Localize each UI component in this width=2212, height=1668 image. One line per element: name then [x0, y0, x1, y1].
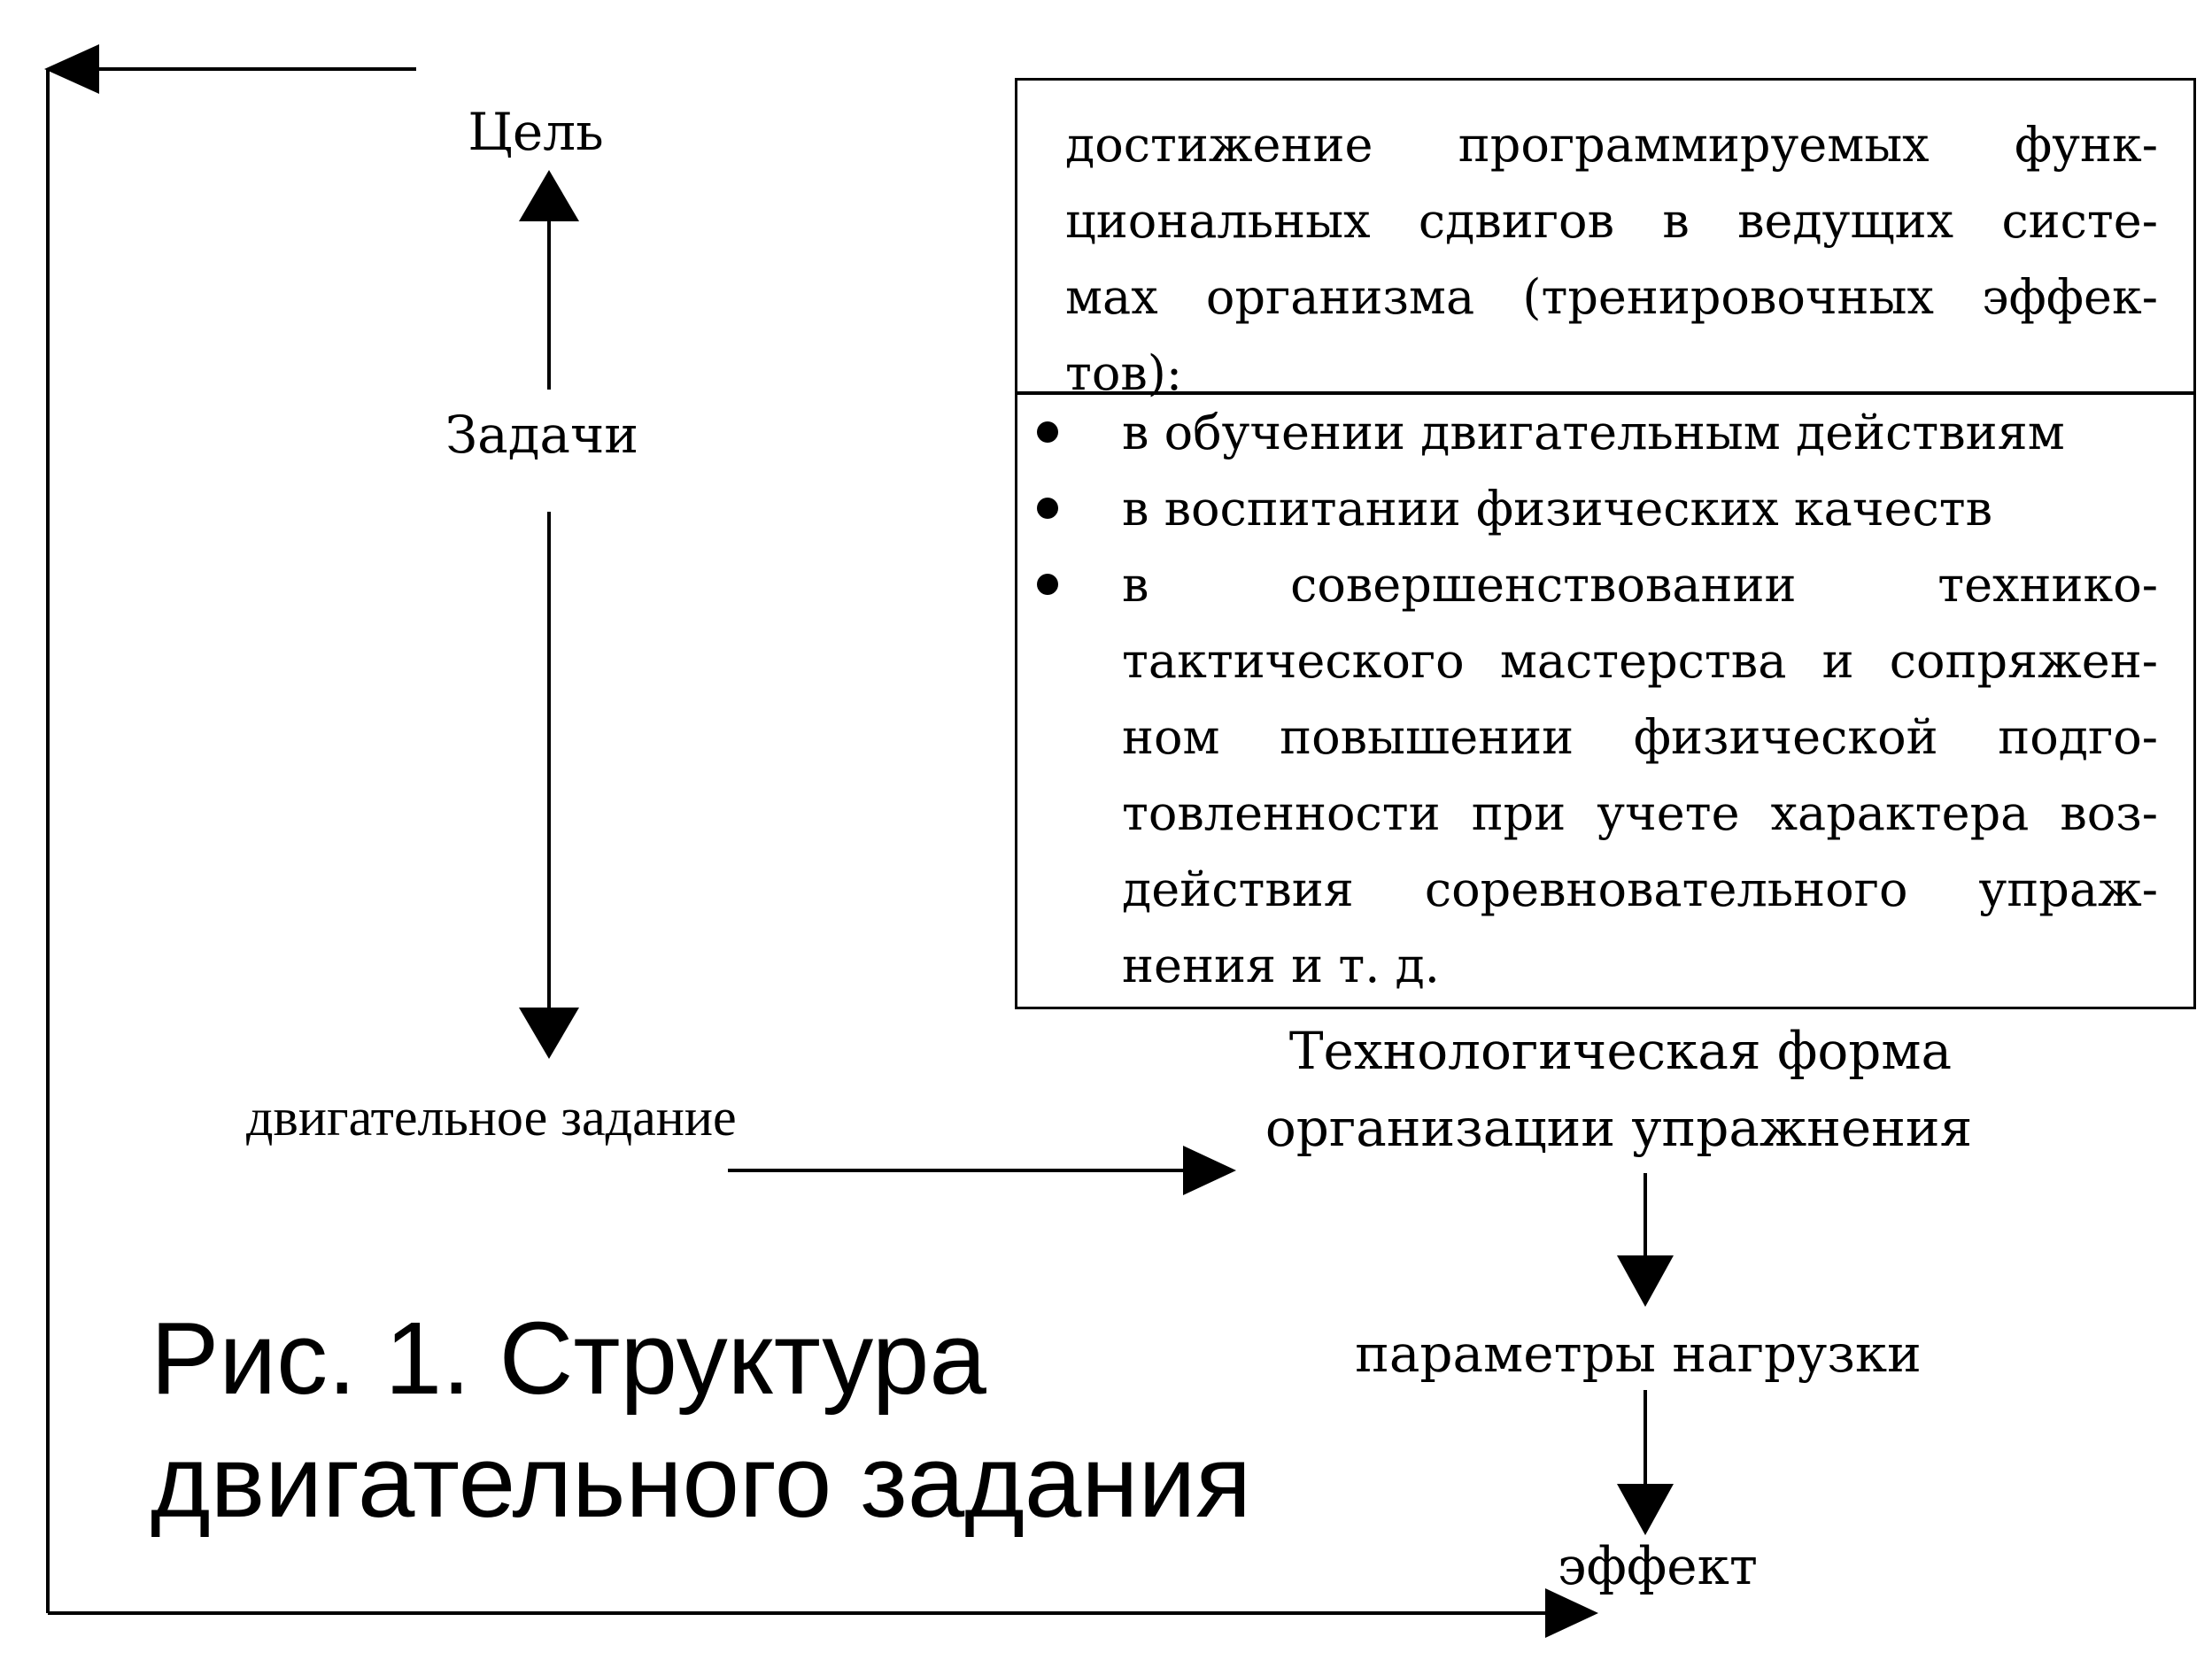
bullet-icon — [1037, 498, 1058, 519]
figure-caption: Рис. 1. Структура двигательного задания — [151, 1297, 1251, 1543]
list-item-text: в обучении двигательным действиям — [1122, 405, 2065, 460]
goal-description-header: достижение программируемых функ- циональ… — [1017, 81, 2193, 401]
bullet-icon — [1037, 574, 1058, 595]
goal-description-box: достижение программируемых функ- циональ… — [1015, 78, 2196, 1009]
bullet-icon — [1037, 421, 1058, 443]
tasks-label: Задачи — [445, 405, 639, 465]
list-item-text: нения и т. д. — [1122, 938, 1440, 993]
list-item-text: тактического мастерства и сопряжен- — [1122, 633, 2158, 689]
tech-form-label-line2: организации упражнения — [1265, 1098, 1973, 1158]
list-item-text: товленности при учете характера воз- — [1122, 785, 2158, 841]
list-item: в обучении двигательным действиям — [1017, 395, 2193, 471]
caption-line1: Рис. 1. Структура — [151, 1301, 986, 1416]
header-line: тов): — [1065, 345, 1183, 401]
motor-task-to-form-arrow — [728, 1146, 1236, 1195]
motor-task-label: двигательное задание — [246, 1088, 737, 1147]
load-to-effect-arrow — [1617, 1390, 1674, 1535]
effects-list: в обучении двигательным действиям в восп… — [1017, 395, 2193, 1004]
list-item-text: ном повышении физической подго- — [1122, 709, 2158, 765]
list-item-text: в совершенствовании технико- — [1122, 557, 2158, 613]
list-item: в совершенствовании технико- тактическог… — [1017, 547, 2193, 1004]
list-item-text: действия соревновательного упраж- — [1122, 861, 2158, 917]
header-line: мах организма (тренировочных эффек- — [1065, 269, 2158, 325]
caption-line2: двигательного задания — [151, 1424, 1252, 1540]
list-item-text: в воспитании физических качеств — [1122, 481, 1992, 537]
header-line: циональных сдвигов в ведущих систе- — [1065, 193, 2158, 249]
effect-label: эффект — [1558, 1536, 1758, 1596]
load-params-label: параметры нагрузки — [1355, 1324, 1922, 1384]
list-item: в воспитании физических качеств — [1017, 471, 2193, 547]
feedback-loop-arrow — [44, 44, 1598, 1638]
tasks-to-motor-task-arrow — [519, 512, 579, 1059]
tasks-to-goal-arrow — [519, 170, 579, 390]
goal-label: Цель — [468, 102, 604, 162]
tech-form-label-line1: Технологическая форма — [1288, 1021, 1953, 1081]
form-to-load-arrow — [1617, 1173, 1674, 1307]
header-line: достижение программируемых функ- — [1065, 117, 2158, 173]
